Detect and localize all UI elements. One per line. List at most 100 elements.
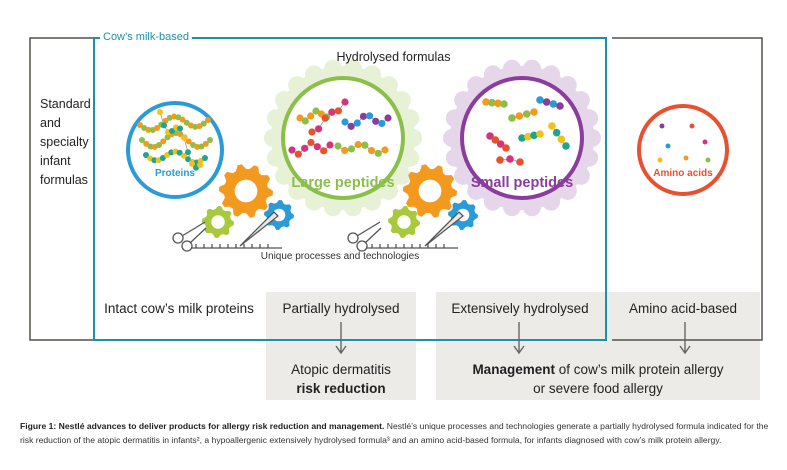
gear-hole — [211, 215, 225, 229]
unique-processes-label: Unique processes and technologies — [260, 251, 420, 262]
amino-dot — [657, 157, 663, 163]
halo-bump — [571, 91, 590, 110]
halo-bump — [580, 148, 599, 167]
halo-bump — [522, 198, 541, 217]
gear-cluster-left-icon — [202, 164, 294, 238]
amino-acid-based-label: Amino acid-based — [628, 301, 738, 316]
bead — [143, 152, 149, 158]
bead — [177, 125, 183, 132]
bead — [542, 98, 551, 106]
bead — [160, 138, 167, 145]
bead — [518, 134, 526, 142]
bead — [151, 157, 158, 164]
bead — [536, 130, 544, 138]
bead — [137, 122, 143, 128]
right-bracket — [612, 37, 763, 341]
bead — [500, 100, 508, 108]
bead — [181, 134, 187, 141]
intact-proteins-label: Intact cow’s milk proteins — [104, 301, 254, 316]
halo-bump — [542, 65, 561, 84]
halo-bump — [363, 65, 382, 84]
chain-link — [511, 111, 535, 119]
amino-dot — [702, 139, 708, 145]
bead — [162, 117, 169, 124]
halo-bump — [580, 109, 599, 128]
bead — [205, 117, 211, 123]
amino-dot — [665, 143, 671, 149]
bead — [296, 114, 304, 122]
halo-bump — [264, 129, 282, 147]
bead — [496, 156, 504, 164]
arrow-down-amino-icon — [679, 322, 691, 355]
halo-bump — [401, 148, 420, 167]
gear-hole — [234, 179, 258, 203]
large-peptides-circle — [281, 76, 405, 200]
bead — [200, 120, 207, 127]
hydrolysed-formulas-label: Hydrolysed formulas — [336, 50, 451, 64]
halo-bump — [275, 91, 294, 110]
bead — [359, 112, 368, 120]
bead — [552, 128, 561, 137]
partially-hydrolysed-label: Partially hydrolysed — [282, 301, 400, 316]
halo-bump — [443, 129, 461, 147]
halo-bump — [324, 59, 343, 78]
halo-bump — [363, 192, 382, 211]
bead — [486, 132, 494, 140]
arrow-down-extensive-icon — [513, 322, 525, 355]
bead — [508, 114, 516, 122]
bead — [301, 144, 309, 152]
halo-bump — [522, 59, 541, 78]
halo-bump — [401, 109, 420, 128]
bead — [334, 142, 342, 150]
halo-bump — [571, 166, 590, 185]
bead — [202, 155, 208, 161]
halo-bump — [266, 148, 285, 167]
halo-bump — [288, 76, 307, 95]
bead — [180, 152, 187, 159]
extensively-hydrolysed-label: Extensively hydrolysed — [451, 301, 589, 316]
halo-bump — [379, 181, 398, 200]
bead — [536, 96, 544, 104]
bead — [183, 119, 190, 126]
halo-bump — [583, 129, 601, 147]
bead — [374, 149, 382, 157]
gear-cluster-right-icon — [388, 164, 478, 238]
bead — [515, 112, 524, 120]
bead — [549, 100, 558, 108]
bead — [557, 135, 566, 144]
bead — [202, 140, 209, 147]
bead — [496, 140, 505, 148]
bead — [341, 146, 349, 155]
bead — [159, 155, 166, 162]
amino-dot — [659, 123, 665, 129]
small-peptide-chains — [482, 96, 570, 166]
halo-bump — [343, 198, 362, 217]
halo-bump — [467, 181, 486, 200]
cow-milk-based-label: Cow’s milk-based — [100, 31, 192, 43]
bead — [315, 125, 323, 133]
management-outcome: Management of cow’s milk protein allergy… — [472, 362, 724, 396]
standard-specialty-label: Standard and specialty infant formulas — [40, 97, 91, 187]
bead — [189, 160, 195, 167]
extensive-amino-box — [436, 292, 760, 400]
bead — [353, 119, 361, 127]
bead — [556, 102, 564, 110]
bead — [197, 162, 203, 168]
bead — [179, 116, 186, 123]
bead — [156, 141, 162, 148]
halo-bump — [503, 59, 522, 78]
bead — [320, 147, 328, 155]
bead — [307, 112, 315, 120]
amino-acids-circle — [637, 104, 729, 196]
bead — [157, 109, 163, 115]
bead — [312, 107, 320, 115]
halo-bump — [483, 192, 502, 211]
bead — [482, 98, 490, 106]
bead — [321, 114, 329, 122]
halo-bump — [503, 198, 522, 217]
bead — [516, 158, 524, 166]
bead — [326, 141, 334, 149]
bead — [328, 108, 336, 116]
halo-bump — [404, 129, 422, 147]
